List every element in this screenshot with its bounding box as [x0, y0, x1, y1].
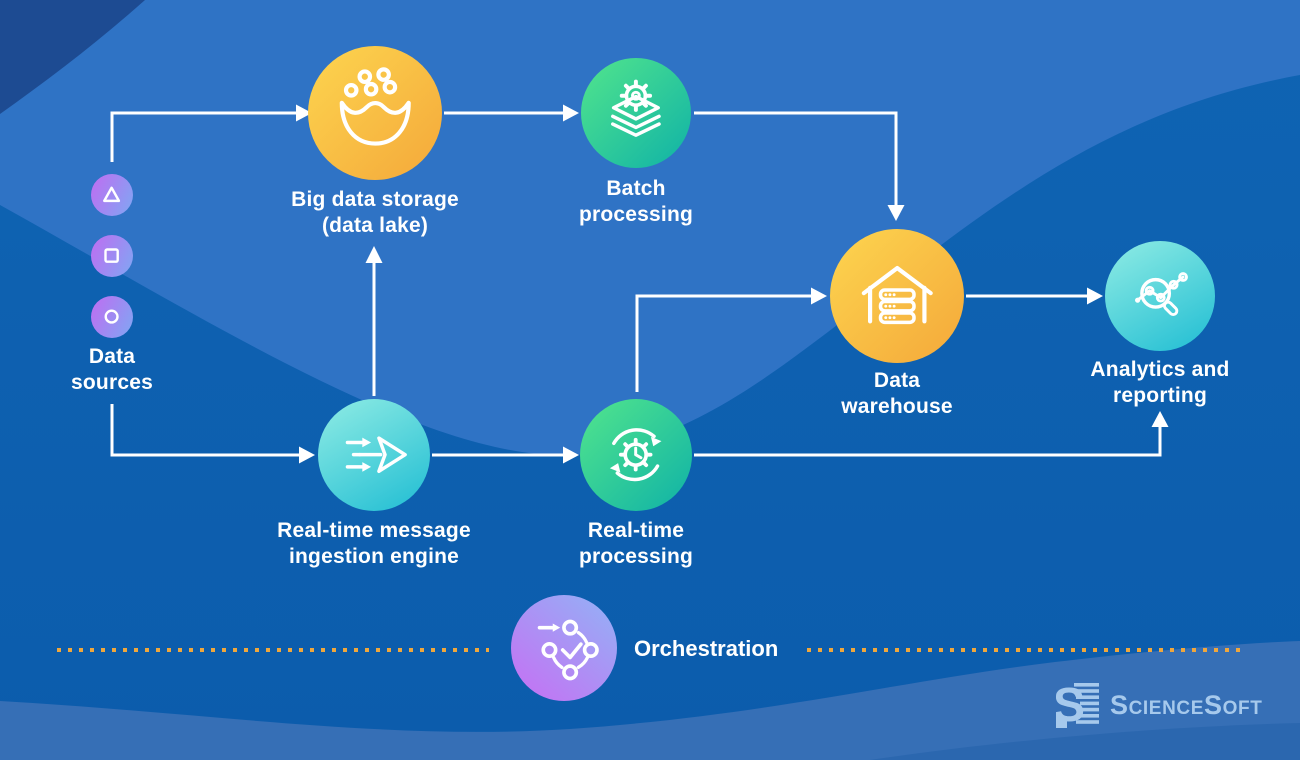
orchestration-node [511, 595, 617, 701]
merge-arrows-icon [346, 436, 408, 474]
realtime-processing-label: Real-time processing [578, 519, 694, 568]
magnifier-chart-icon [1135, 272, 1189, 317]
circle-icon [104, 309, 120, 325]
warehouse-servers-icon [861, 265, 933, 324]
connector-lake-to-batch [444, 104, 579, 122]
batch-processing-label: Batch processing [578, 177, 694, 226]
connector-ingestion-to-lake [365, 246, 383, 396]
data-sources-label: Data sources [71, 345, 153, 394]
orchestration-label: Orchestration [634, 636, 779, 661]
realtime-ingestion-node [318, 399, 430, 511]
batch-processing-node [581, 58, 691, 168]
connector-warehouse-to-analytics [966, 287, 1103, 305]
sciencesoft-logo-text: ScienceSoft [1110, 690, 1263, 720]
gear-clock-cycle-icon [610, 428, 662, 482]
data-source-node-2 [91, 235, 133, 277]
big-data-storage-node [308, 46, 442, 180]
connector-batch-to-warehouse [694, 111, 905, 221]
connector-sources-to-lake [110, 104, 312, 162]
data-warehouse-node [830, 229, 964, 363]
realtime-ingestion-label: Real-time message ingestion engine [277, 519, 471, 568]
triangle-icon [103, 186, 121, 203]
realtime-processing-node [580, 399, 692, 511]
data-lake-icon [339, 67, 411, 146]
analytics-reporting-label: Analytics and reporting [1090, 358, 1230, 407]
connector-sources-to-ingestion [110, 404, 315, 464]
connector-ingestion-to-processing [432, 446, 579, 464]
divider-dotted-left [57, 648, 489, 652]
analytics-reporting-node [1105, 241, 1215, 351]
sciencesoft-logo-mark: S [1056, 682, 1099, 728]
data-source-node-3 [91, 296, 133, 338]
data-warehouse-label: Data warehouse [841, 369, 953, 418]
divider-dotted-right [807, 648, 1244, 652]
connector-processing-to-warehouse [635, 287, 827, 392]
gear-layers-icon [611, 79, 661, 138]
square-icon [104, 248, 120, 264]
svg-text:S: S [1056, 682, 1085, 728]
big-data-storage-label: Big data storage (data lake) [291, 188, 459, 237]
sciencesoft-logo: S ScienceSoft [1056, 682, 1262, 728]
orchestration-icon [537, 619, 599, 680]
connector-processing-to-analytics [694, 411, 1169, 457]
data-source-node-1 [91, 174, 133, 216]
